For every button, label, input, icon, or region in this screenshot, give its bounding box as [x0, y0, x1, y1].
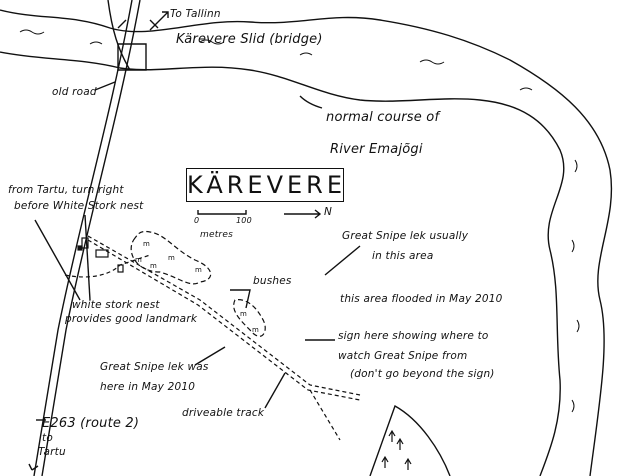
old-road	[107, 0, 131, 71]
snipe-usual-label-2: in this area	[372, 250, 434, 262]
bridge	[117, 43, 147, 71]
road-label-1: E263 (route 2)	[42, 416, 140, 431]
snipe-2010-label-1: Great Snipe lek was	[100, 361, 209, 373]
stork-label-1: white stork nest	[72, 299, 160, 311]
road-label-3: Tartu	[38, 446, 66, 458]
river-bank-north	[0, 9, 613, 476]
tree-symbols	[381, 429, 412, 470]
svg-text:m: m	[240, 310, 247, 318]
sign-label-3: (don't go beyond the sign)	[350, 368, 495, 380]
river-label-2: River Emajõgi	[330, 142, 423, 157]
flooded-label: this area flooded in May 2010	[340, 293, 503, 305]
to-tallinn-label: To Tallinn	[170, 8, 221, 20]
bushes-area	[130, 230, 266, 337]
woods-edge	[369, 404, 451, 476]
svg-text:m: m	[195, 266, 202, 274]
stork-label-2: provides good landmark	[65, 313, 198, 325]
map-title: KÄREVERE	[186, 168, 344, 202]
scale-bar	[197, 210, 247, 215]
bushes-label: bushes	[253, 275, 292, 287]
north-label: N	[324, 206, 333, 218]
svg-text:m: m	[150, 262, 157, 270]
bridge-label: Kärevere Slid (bridge)	[176, 32, 323, 47]
scale-unit: metres	[200, 230, 233, 240]
snipe-2010-label-2: here in May 2010	[100, 381, 196, 393]
sign-label-2: watch Great Snipe from	[338, 350, 468, 362]
from-tartu-label-1: from Tartu, turn right	[8, 184, 124, 196]
snipe-usual-label-1: Great Snipe lek usually	[342, 230, 469, 242]
from-tartu-label-2: before White Stork nest	[14, 200, 144, 212]
svg-text:m: m	[143, 240, 150, 248]
scale-end: 100	[236, 216, 252, 225]
scale-start: 0	[194, 216, 200, 225]
river-bank-south	[0, 51, 565, 476]
svg-text:m: m	[168, 254, 175, 262]
river-label-1: normal course of	[326, 110, 440, 125]
old-road-label: old road	[52, 86, 97, 98]
svg-text:m: m	[252, 326, 259, 334]
track-label: driveable track	[182, 407, 265, 419]
north-arrow	[284, 209, 322, 219]
svg-text:m: m	[135, 256, 142, 264]
river-flow-marks	[19, 29, 580, 413]
main-road	[33, 0, 133, 476]
to-tallinn-arrow	[149, 11, 169, 31]
sign-label-1: sign here showing where to	[338, 330, 489, 342]
road-label-2: to	[42, 432, 53, 444]
